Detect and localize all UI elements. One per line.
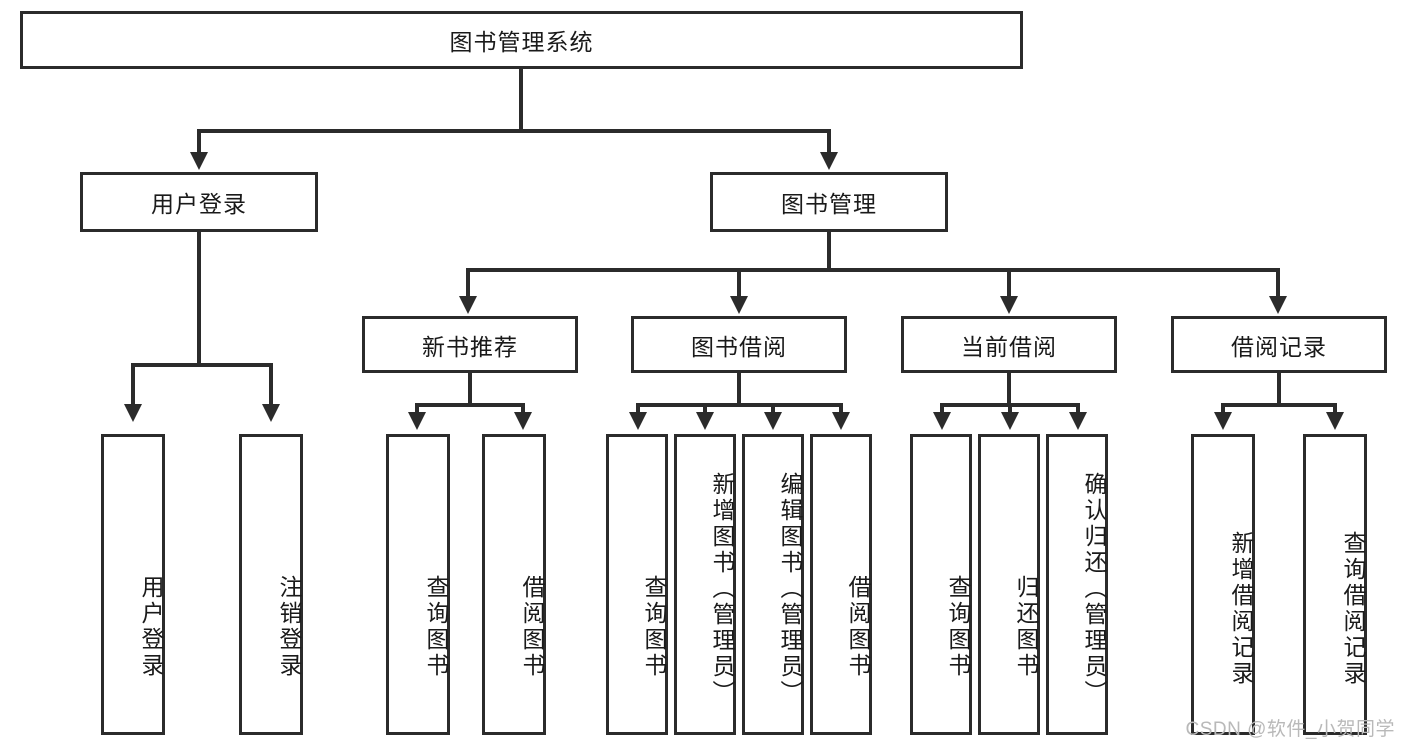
arrow-bm-to-borrow-record [1269, 296, 1287, 314]
leaf-confirm-return[interactable]: 确认归还（管理员） [1046, 434, 1108, 735]
edge-book-manage-stem [827, 232, 831, 272]
arrow-bb-leaf-4 [832, 412, 850, 430]
arrow-root-to-user-login [190, 152, 208, 170]
arrow-nbr-leaf-1 [408, 412, 426, 430]
leaf-query-book-recommend[interactable]: 查询图书 [386, 434, 450, 735]
edge-cb-drop-1 [940, 403, 944, 417]
edge-nbr-drop-2 [521, 403, 525, 417]
node-label: 借阅记录 [1231, 333, 1327, 360]
edge-bm-drop-3 [1007, 268, 1011, 300]
edge-bb-drop-4 [839, 403, 843, 417]
node-user-login[interactable]: 用户登录 [80, 172, 318, 232]
node-current-borrow[interactable]: 当前借阅 [901, 316, 1117, 373]
edge-root-bus [197, 129, 831, 133]
edge-root-stem [519, 69, 523, 131]
leaf-add-book[interactable]: 新增图书（管理员） [674, 434, 736, 735]
arrow-bm-to-current-borrow [1000, 296, 1018, 314]
leaf-logout[interactable]: 注销登录 [239, 434, 303, 735]
node-label: 借阅图书 [519, 575, 545, 679]
edge-book-manage-bus [466, 268, 1280, 272]
leaf-edit-book[interactable]: 编辑图书（管理员） [742, 434, 804, 735]
edge-root-to-user-login [197, 129, 201, 157]
node-label: 查询图书 [945, 575, 971, 679]
edge-bm-drop-1 [466, 268, 470, 300]
edge-root-to-book-manage [827, 129, 831, 157]
edge-nbr-bus [415, 403, 525, 407]
node-label: 查询图书 [641, 575, 667, 679]
leaf-borrow-book-recommend[interactable]: 借阅图书 [482, 434, 546, 735]
node-label: 确认归还（管理员） [1081, 471, 1107, 706]
edge-user-login-bus [131, 363, 273, 367]
csdn-watermark: CSDN @软件_小贺同学 [1185, 719, 1395, 740]
node-label: 新书推荐 [422, 333, 518, 360]
arrow-bb-leaf-3 [764, 412, 782, 430]
arrow-cb-leaf-1 [933, 412, 951, 430]
edge-bb-drop-1 [636, 403, 640, 417]
edge-user-login-drop-1 [131, 363, 135, 407]
edge-bm-drop-4 [1276, 268, 1280, 300]
edge-br-stem [1277, 373, 1281, 407]
edge-bb-stem [737, 373, 741, 407]
node-label: 当前借阅 [961, 333, 1057, 360]
arrow-br-leaf-2 [1326, 412, 1344, 430]
arrow-bm-to-new-book-recommend [459, 296, 477, 314]
arrow-nbr-leaf-2 [514, 412, 532, 430]
node-book-manage[interactable]: 图书管理 [710, 172, 948, 232]
node-label: 用户登录 [151, 191, 247, 217]
edge-nbr-drop-1 [415, 403, 419, 417]
node-root-book-management-system[interactable]: 图书管理系统 [20, 11, 1023, 69]
node-book-borrow[interactable]: 图书借阅 [631, 316, 847, 373]
leaf-query-borrow-record[interactable]: 查询借阅记录 [1303, 434, 1367, 735]
edge-user-login-drop-2 [269, 363, 273, 407]
node-label: 图书借阅 [691, 333, 787, 360]
edge-cb-stem [1007, 373, 1011, 407]
edge-br-bus [1221, 403, 1337, 407]
leaf-borrow-book[interactable]: 借阅图书 [810, 434, 872, 735]
node-borrow-record[interactable]: 借阅记录 [1171, 316, 1387, 373]
node-label: 查询借阅记录 [1340, 530, 1366, 687]
node-label: 注销登录 [276, 575, 302, 679]
arrow-user-login-leaf-1 [124, 404, 142, 422]
edge-br-drop-1 [1221, 403, 1225, 417]
node-label: 用户登录 [138, 575, 164, 679]
edge-cb-drop-2 [1008, 403, 1012, 417]
edge-bb-bus [636, 403, 843, 407]
arrow-bm-to-book-borrow [730, 296, 748, 314]
arrow-cb-leaf-3 [1069, 412, 1087, 430]
leaf-user-login[interactable]: 用户登录 [101, 434, 165, 735]
arrow-br-leaf-1 [1214, 412, 1232, 430]
node-label: 新增图书（管理员） [709, 471, 735, 706]
node-label: 编辑图书（管理员） [777, 471, 803, 706]
node-label: 查询图书 [423, 575, 449, 679]
edge-br-drop-2 [1333, 403, 1337, 417]
leaf-query-book-current[interactable]: 查询图书 [910, 434, 972, 735]
node-label: 归还图书 [1013, 575, 1039, 679]
node-new-book-recommend[interactable]: 新书推荐 [362, 316, 578, 373]
arrow-bb-leaf-2 [696, 412, 714, 430]
node-label: 借阅图书 [845, 575, 871, 679]
leaf-query-book-borrow[interactable]: 查询图书 [606, 434, 668, 735]
edge-bb-drop-3 [771, 403, 775, 417]
leaf-return-book[interactable]: 归还图书 [978, 434, 1040, 735]
edge-cb-drop-3 [1076, 403, 1080, 417]
node-label: 新增借阅记录 [1228, 530, 1254, 687]
arrow-root-to-book-manage [820, 152, 838, 170]
edge-bb-drop-2 [703, 403, 707, 417]
edge-nbr-stem [468, 373, 472, 407]
arrow-bb-leaf-1 [629, 412, 647, 430]
node-label: 图书管理 [781, 191, 877, 217]
node-label: 图书管理系统 [449, 29, 594, 55]
leaf-add-borrow-record[interactable]: 新增借阅记录 [1191, 434, 1255, 735]
edge-bm-drop-2 [737, 268, 741, 300]
edge-user-login-stem [197, 232, 201, 365]
arrow-user-login-leaf-2 [262, 404, 280, 422]
arrow-cb-leaf-2 [1001, 412, 1019, 430]
